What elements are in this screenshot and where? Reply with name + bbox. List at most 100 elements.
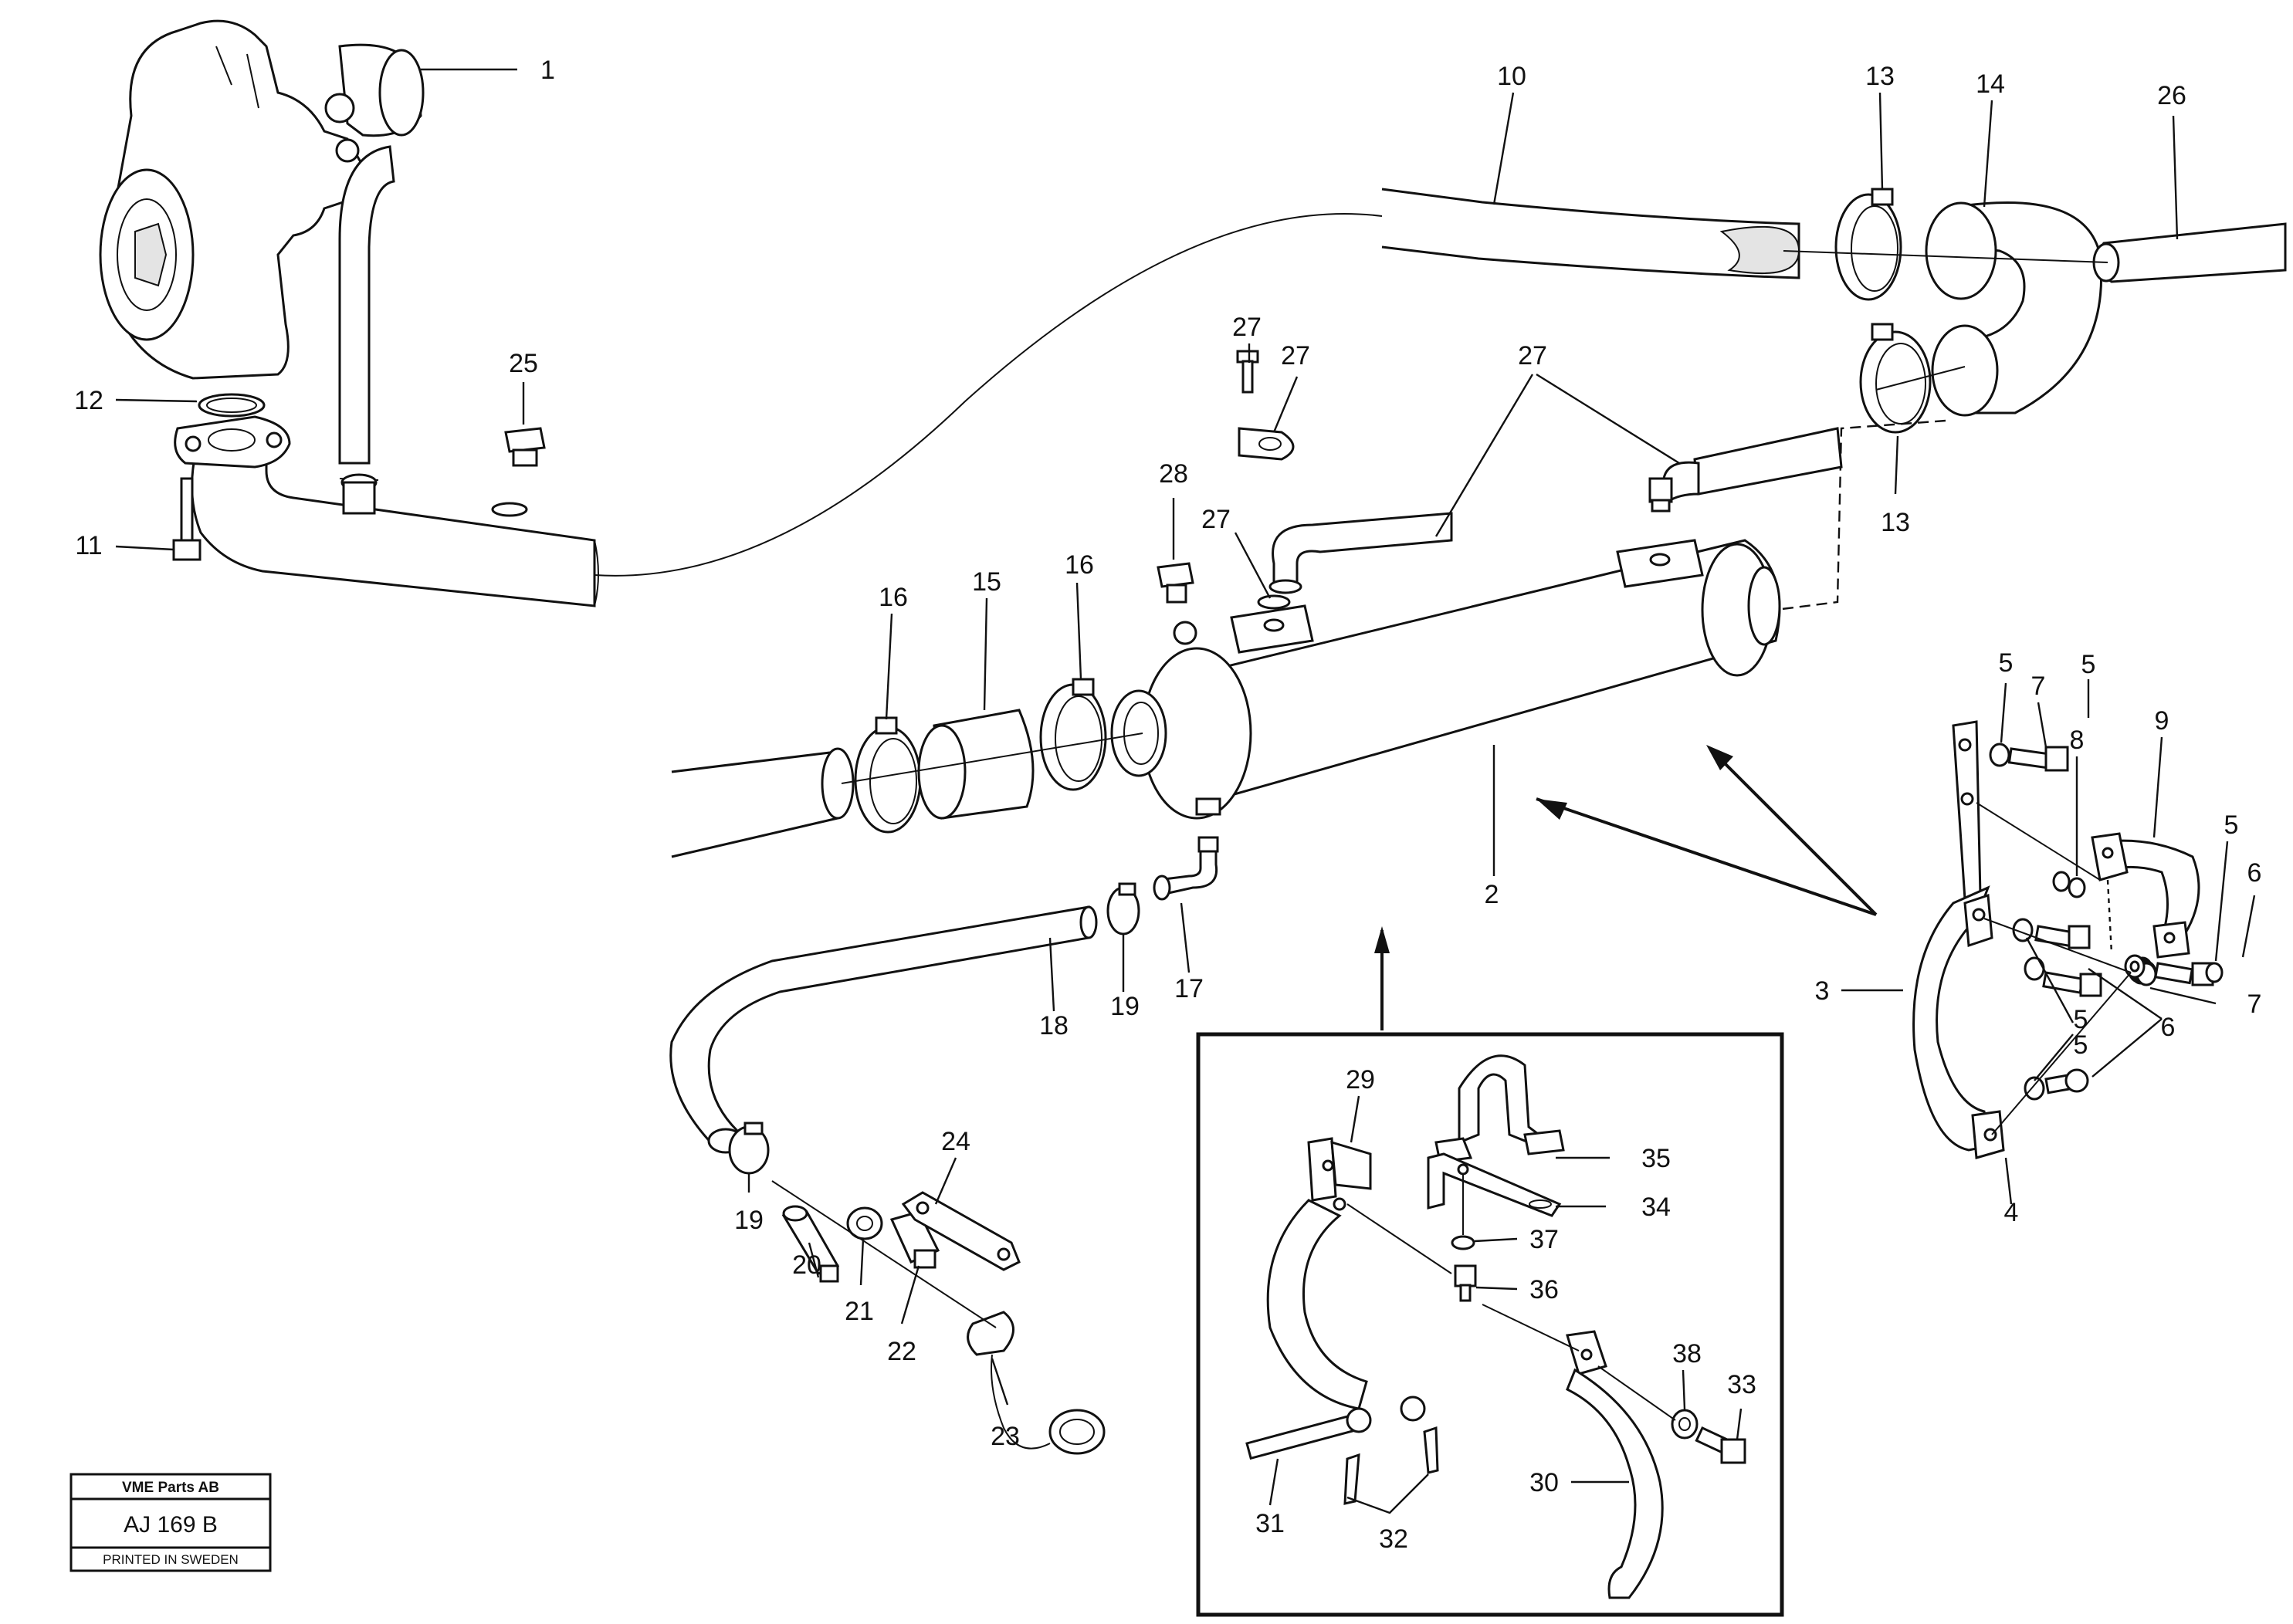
drain-plug-25 — [504, 427, 546, 467]
leader-line-13-upper — [1878, 92, 1884, 190]
part-label-15: 15 — [972, 567, 1001, 597]
pin-31 — [1245, 1396, 1426, 1460]
leader-line-13-lower — [1894, 435, 1899, 495]
clamp-9 — [2091, 832, 2200, 959]
leader-line-16-right — [1075, 582, 1082, 680]
oil-cooler-body — [1110, 539, 1781, 820]
upper-coolant-pipe — [1381, 188, 1800, 279]
leader-line-33 — [1736, 1408, 1743, 1440]
leader-line-31 — [1268, 1458, 1279, 1506]
part-label-1: 1 — [540, 56, 555, 85]
leader-line-5d — [2025, 937, 2075, 1023]
part-label-27b: 27 — [1281, 341, 1310, 370]
coolant-inlet-pipe — [191, 446, 596, 607]
part-label-27c: 27 — [1518, 341, 1547, 370]
leader-line-38 — [1682, 1369, 1686, 1410]
inset-axis-2 — [1482, 1304, 1580, 1352]
part-label-7b: 7 — [2247, 990, 2262, 1019]
part-label-13a: 13 — [1865, 62, 1895, 91]
leader-line-21 — [859, 1238, 865, 1286]
part-label-19a: 19 — [1110, 992, 1140, 1021]
part-label-5a: 5 — [1999, 648, 2014, 678]
hose-clamp-13-upper — [1834, 188, 1902, 301]
leader-line-27d — [1234, 532, 1272, 599]
break-line-left — [594, 540, 599, 607]
part-label-26: 26 — [2157, 81, 2186, 110]
strap-29 — [1266, 1137, 1372, 1410]
part-label-16a: 16 — [879, 583, 908, 612]
part-label-23: 23 — [991, 1422, 1020, 1451]
title-block: VME Parts AB AJ 169 B PRINTED IN SWEDEN — [69, 1473, 272, 1572]
leader-line-23 — [991, 1358, 1009, 1406]
leader-line-6b-left — [2088, 968, 2163, 1020]
part-label-21: 21 — [845, 1297, 874, 1326]
elbow-hose-14 — [1925, 201, 2103, 417]
part-label-7a: 7 — [2031, 672, 2046, 701]
leader-line-27b — [1272, 376, 1299, 433]
company-name: VME Parts AB — [122, 1480, 219, 1496]
leader-line-5a — [2000, 682, 2007, 743]
bracket-34 — [1427, 1152, 1562, 1217]
part-label-34: 34 — [1641, 1193, 1671, 1222]
part-label-33: 33 — [1727, 1370, 1756, 1399]
bypass-hose — [338, 145, 395, 465]
oil-hose-27-lower — [1257, 512, 1453, 610]
leader-line-18 — [1048, 937, 1055, 1012]
cotter-pins-32 — [1343, 1426, 1439, 1505]
pipe-flange — [174, 415, 291, 469]
part-label-3: 3 — [1815, 976, 1830, 1006]
leader-line-7b — [2149, 986, 2217, 1005]
mounting-bracket-3 — [1912, 720, 2005, 1159]
strap-30 — [1566, 1330, 1664, 1599]
banjo-fitting-27 — [1238, 427, 1295, 461]
cap-with-chain-23 — [967, 1311, 1106, 1455]
leader-line-14 — [1983, 100, 1993, 208]
sleeve-15 — [917, 709, 1035, 820]
clamp-35 — [1434, 1054, 1565, 1163]
bolt-36 — [1454, 1264, 1477, 1302]
printed-in: PRINTED IN SWEDEN — [103, 1552, 239, 1567]
leader-line-27c-right — [1536, 373, 1680, 465]
leader-line-15 — [983, 597, 988, 711]
elbow-fitting-17 — [1153, 836, 1219, 901]
leader-line-20 — [808, 1242, 820, 1278]
leader-line-9 — [2152, 736, 2163, 838]
part-label-37: 37 — [1529, 1225, 1559, 1254]
nipple-20 — [781, 1205, 840, 1283]
part-label-2: 2 — [1485, 880, 1499, 909]
hose-clamp-16-right — [1039, 678, 1107, 791]
part-label-10: 10 — [1497, 62, 1526, 91]
part-label-17: 17 — [1174, 974, 1204, 1003]
o-ring-seal — [198, 393, 266, 418]
part-labels: 1 2 3 4 5 5 5 5 5 6 6 7 7 8 9 10 11 12 1… — [74, 56, 2261, 1554]
part-label-19b: 19 — [734, 1206, 764, 1235]
bolt-33 — [1695, 1426, 1746, 1464]
nut-37 — [1451, 1235, 1475, 1250]
leader-line-26 — [2172, 115, 2179, 240]
leader-line-12 — [115, 398, 198, 403]
dashed-bracket-link — [2106, 879, 2113, 954]
bracket-24 — [901, 1191, 1021, 1271]
part-label-24: 24 — [941, 1127, 970, 1156]
part-label-36: 36 — [1529, 1275, 1559, 1304]
leader-line-27c-left — [1434, 374, 1534, 537]
reference-arrows — [1374, 745, 1878, 1030]
exhaust-axis — [841, 732, 1143, 784]
part-label-5d: 5 — [2074, 1005, 2088, 1034]
leader-line-22 — [900, 1265, 920, 1325]
part-label-31: 31 — [1255, 1509, 1285, 1538]
part-label-4: 4 — [2004, 1198, 2019, 1227]
leader-line-6a — [2241, 895, 2256, 958]
part-label-11: 11 — [75, 531, 102, 560]
part-label-12: 12 — [74, 386, 103, 415]
assembly-axis-lower — [1875, 366, 1966, 391]
bracket-axis-2 — [1983, 918, 2132, 973]
exhaust-pipe-left — [671, 747, 855, 858]
detail-inset-box — [1196, 1032, 1784, 1617]
leader-line-24 — [934, 1157, 957, 1205]
leader-line-36 — [1475, 1286, 1518, 1291]
part-label-8: 8 — [2070, 726, 2085, 755]
assembly-axis-upper — [1783, 250, 2108, 263]
part-label-35: 35 — [1641, 1144, 1671, 1173]
leader-line-17 — [1180, 902, 1191, 973]
